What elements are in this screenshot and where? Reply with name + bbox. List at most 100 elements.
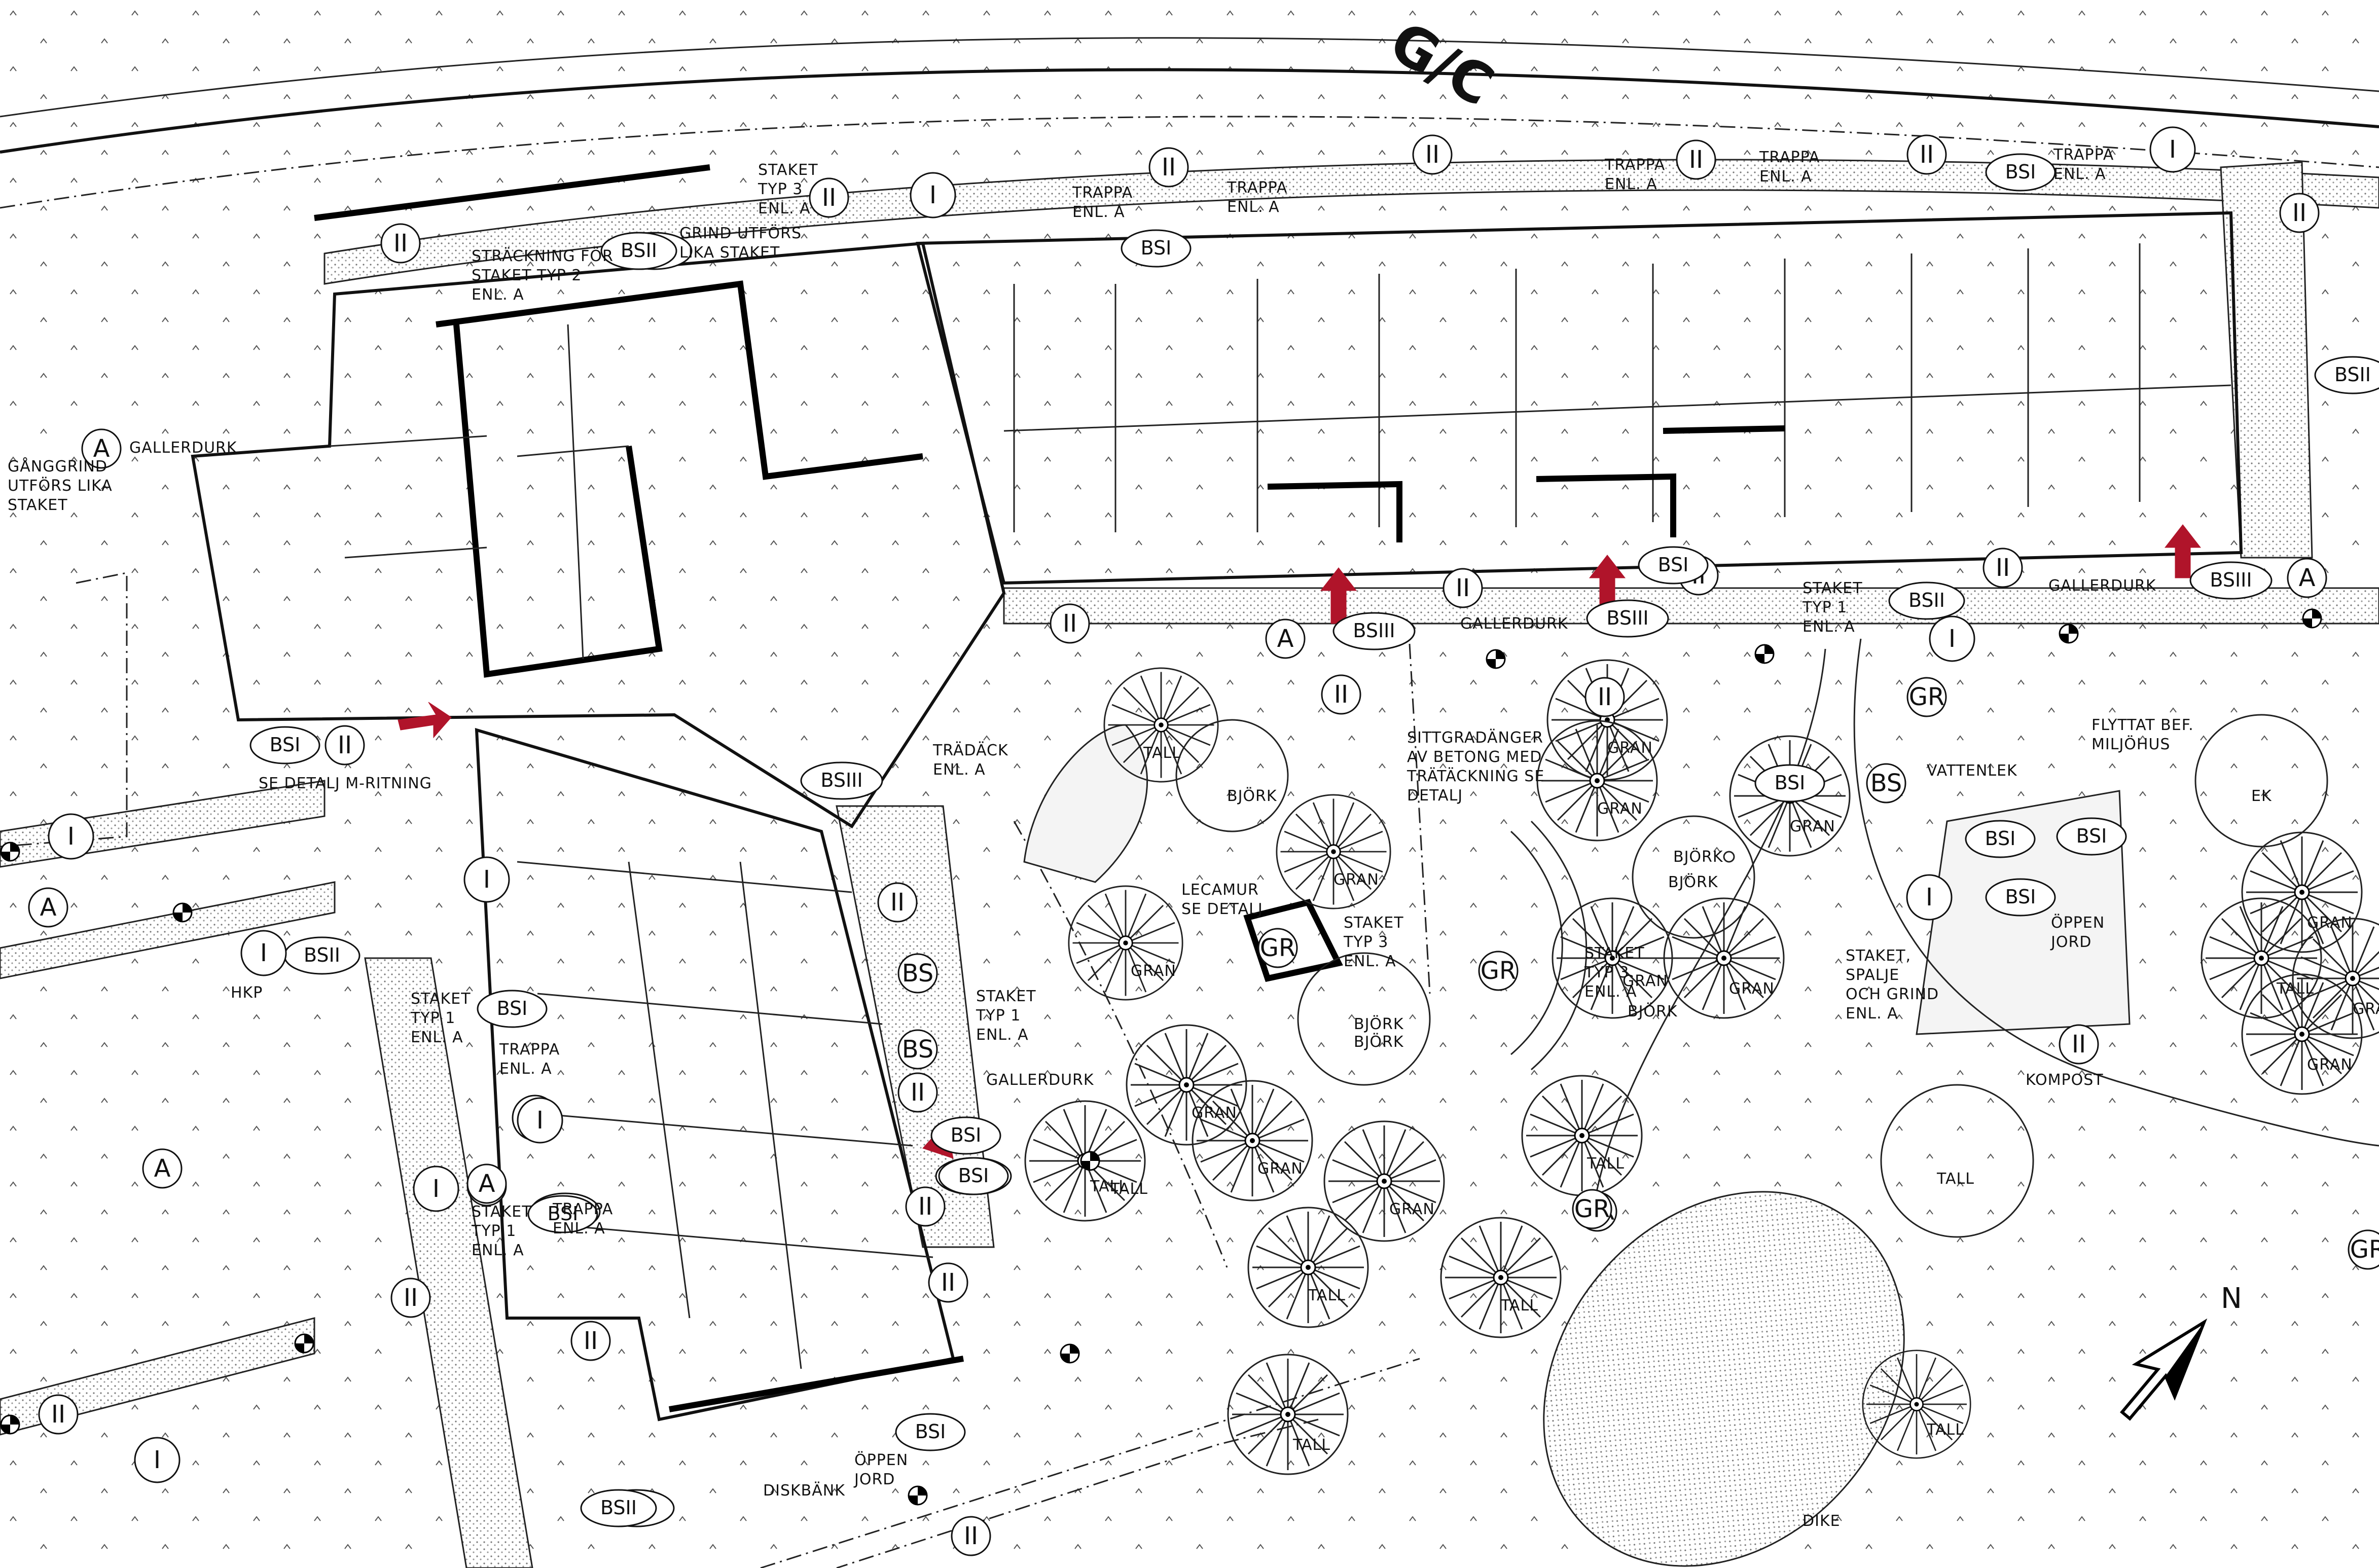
- tree-label: GRAN: [1257, 1160, 1303, 1178]
- note-oppen-jord-2-line: ÖPPEN: [854, 1451, 908, 1469]
- marker-gr: GR: [1906, 677, 1947, 717]
- marker-label: BSIII: [1606, 607, 1648, 629]
- marker-label: A: [40, 893, 57, 922]
- vattenlek-label: VATTENLEK: [1927, 762, 2017, 780]
- marker-bsi: BSI: [895, 1413, 966, 1451]
- marker-a: A: [81, 428, 122, 469]
- tree-label: TALL: [1110, 1180, 1148, 1198]
- marker-label: GR: [2350, 1235, 2379, 1264]
- marker-label: GR: [1260, 934, 1296, 962]
- note-staket-typ1-mid-line: STAKET: [976, 988, 1036, 1005]
- tree-label: GRAN: [2353, 1000, 2379, 1018]
- marker-bs: BS: [897, 1029, 938, 1070]
- marker-bsi: BSI: [2056, 817, 2127, 856]
- marker-ii: II: [1676, 139, 1716, 180]
- note-sittgradanger-line: DETALJ: [1407, 787, 1463, 805]
- marker-ii: II: [1443, 568, 1483, 608]
- note-staket-typ3-mid-line: ENL. A: [1344, 953, 1396, 970]
- marker-label: II: [1920, 140, 1934, 169]
- note-staket-typ1-mid-line: ENL. A: [976, 1026, 1029, 1044]
- gallerdurk-label: GALLERDURK: [2048, 577, 2156, 595]
- tree-label: GRAN: [1729, 980, 1775, 998]
- marker-bsi: BSI: [1985, 878, 2056, 917]
- tree: [1440, 1217, 1562, 1338]
- note-trappa-4-line: ENL. A: [1759, 168, 1812, 186]
- note-sittgradanger-line: TRÄTÄCKNING SE: [1407, 767, 1544, 785]
- tree: [1103, 667, 1219, 783]
- tree: [2241, 831, 2363, 953]
- note-trappa-3-line: TRAPPA: [1604, 156, 1665, 174]
- tree: [2241, 973, 2363, 1095]
- marker-label: II: [1162, 153, 1176, 181]
- marker-bsi: BSI: [477, 990, 548, 1028]
- marker-bsiii: BSIII: [1586, 599, 1669, 638]
- marker-label: BSI: [1658, 554, 1689, 576]
- marker-label: BSIII: [1353, 619, 1395, 642]
- note-staket-typ1-left2-line: TYP 1: [471, 1222, 516, 1240]
- note-trappa-6-line: ENL. A: [499, 1060, 552, 1078]
- marker-label: BSI: [1985, 827, 2016, 850]
- note-oppen-jord-1-line: JORD: [2050, 933, 2092, 951]
- marker-label: BS: [902, 959, 934, 988]
- note-staket-typ3-right-line: TYP 3: [1584, 964, 1629, 981]
- marker-label: BSIII: [2210, 569, 2252, 591]
- marker-label: BSIII: [820, 769, 862, 791]
- marker-label: I: [483, 865, 490, 894]
- tree-label: BJÖRK: [1628, 1002, 1678, 1020]
- marker-bsii: BSII: [1888, 581, 1965, 620]
- marker-label: BSII: [2334, 363, 2371, 386]
- tree-label: GRAN: [2307, 1056, 2353, 1074]
- note-grind-line: GRIND UTFÖRS: [679, 224, 802, 242]
- note-trappa-2-line: ENL. A: [1227, 198, 1280, 216]
- note-trappa-3-line: ENL. A: [1605, 175, 1657, 193]
- marker-label: BSI: [1775, 772, 1806, 794]
- marker-label: A: [93, 434, 110, 463]
- note-trappa-4-line: TRAPPA: [1759, 149, 1820, 166]
- marker-ii: II: [905, 1186, 946, 1227]
- marker-ii: II: [1584, 677, 1625, 717]
- marker-label: II: [941, 1268, 955, 1297]
- marker-label: BSI: [548, 1202, 579, 1225]
- note-staket-typ1-left-line: TYP 1: [410, 1009, 455, 1027]
- note-staket-typ3-right-line: ENL. A: [1584, 983, 1637, 1001]
- marker-a: A: [1265, 618, 1306, 659]
- tree-label: BJÖRK: [1354, 1033, 1404, 1051]
- marker-ii: II: [325, 725, 365, 765]
- marker-label: I: [260, 939, 267, 967]
- note-staket-typ3-top-line: ENL. A: [758, 200, 811, 217]
- note-trappa-1-line: TRAPPA: [1072, 184, 1133, 202]
- building-south-wing: [475, 727, 964, 1421]
- note-staket-typ3-top-line: STAKET: [758, 161, 818, 179]
- marker-ii: II: [1321, 674, 1361, 715]
- marker-label: BS: [1870, 769, 1902, 797]
- note-staket-spalje-line: SPALJE: [1846, 966, 1899, 984]
- marker-label: II: [2292, 199, 2306, 227]
- note-staket-typ1-left-line: STAKET: [411, 990, 471, 1008]
- marker-ii: II: [809, 177, 849, 218]
- marker-label: II: [1063, 609, 1077, 638]
- tree: [1227, 1354, 1349, 1475]
- marker-label: II: [1334, 680, 1348, 709]
- tree-label: TALL: [1587, 1155, 1625, 1173]
- marker-ii: II: [1050, 603, 1090, 644]
- marker-label: BSI: [2076, 825, 2107, 847]
- marker-bsii: BSII: [283, 936, 361, 975]
- marker-bs: BS: [1866, 763, 1906, 804]
- tree-label: GRAN: [1597, 800, 1643, 818]
- path-curve-2: [1591, 648, 1826, 1217]
- tree-label: BJÖRK: [1227, 787, 1277, 805]
- note-strackning-line: STAKET TYP 2: [472, 267, 582, 284]
- tree: [1068, 885, 1183, 1001]
- tree-label: GRAN: [1389, 1200, 1435, 1218]
- note-oppen-jord-2-line: JORD: [853, 1471, 895, 1488]
- marker-a: A: [466, 1163, 507, 1204]
- note-staket-typ3-top-line: TYP 3: [758, 180, 803, 198]
- trees: TALL BJÖRK GRAN GRAN BJÖRK BJÖRK GRAN GR…: [1024, 659, 2379, 1475]
- marker-label: A: [2299, 564, 2316, 592]
- marker-label: A: [479, 1170, 495, 1198]
- marker-ii: II: [951, 1516, 991, 1556]
- marker-label: A: [1277, 625, 1294, 653]
- note-trappa-2-line: TRAPPA: [1227, 179, 1287, 197]
- note-staket-typ3-right-line: STAKET: [1584, 944, 1645, 962]
- tree-label: GRAN: [1333, 871, 1379, 889]
